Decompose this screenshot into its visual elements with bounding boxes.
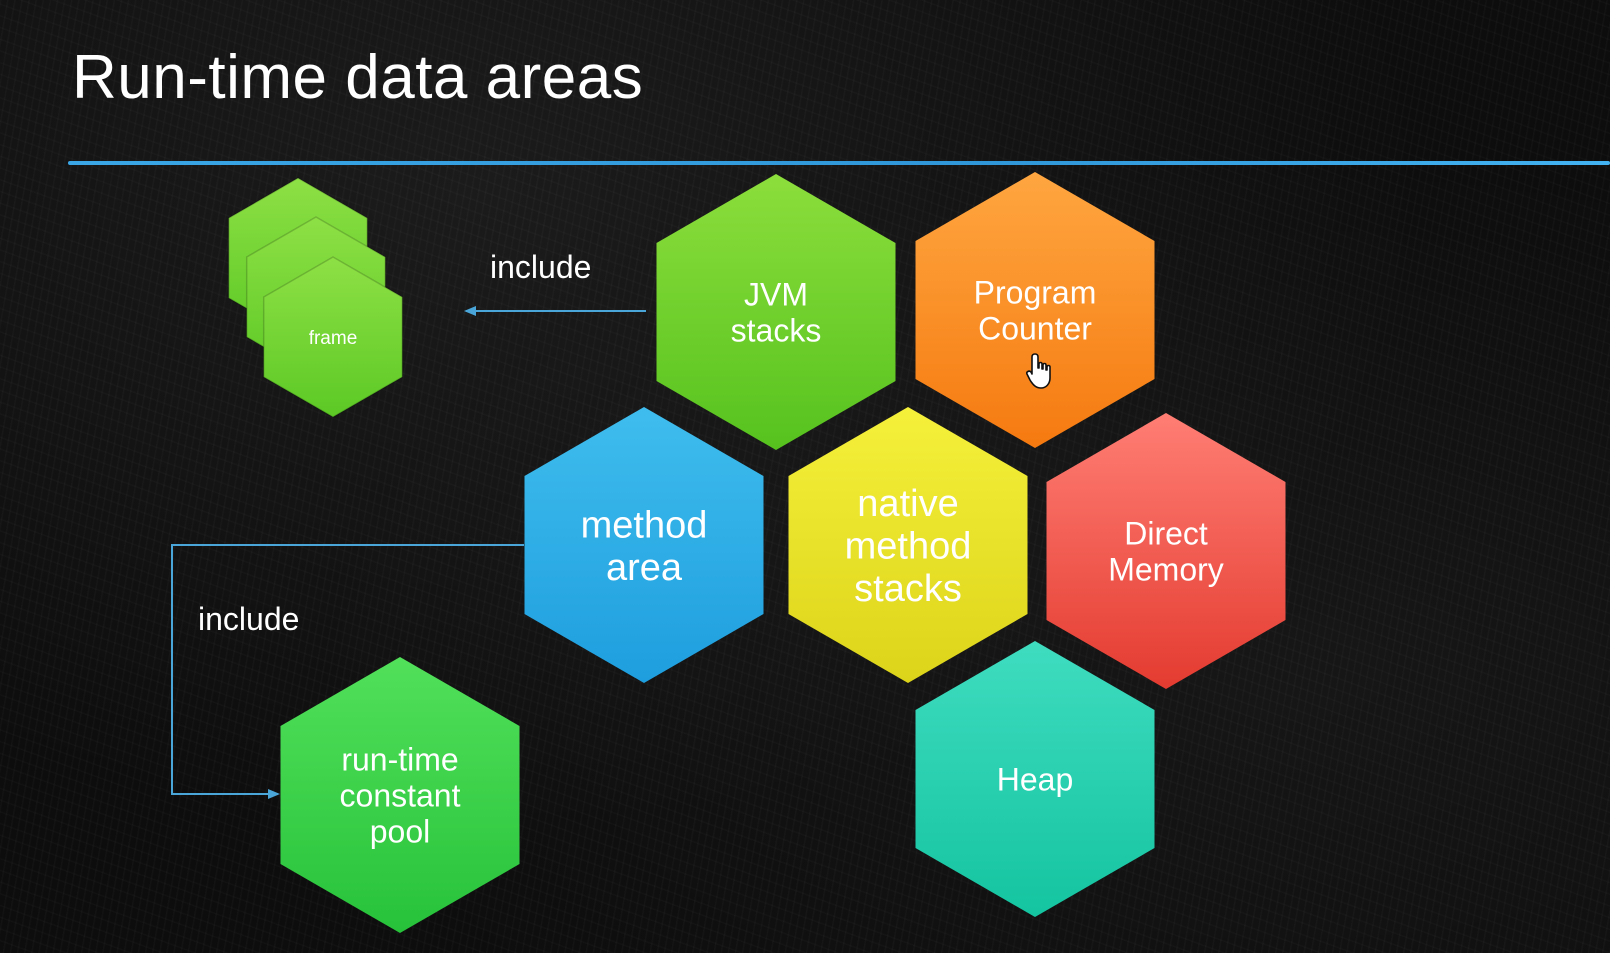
hexagon-label-line: JVM <box>744 277 808 313</box>
hexagon-label-line: stacks <box>731 312 822 348</box>
hexagon-label-line: constant <box>340 778 461 814</box>
hexagon-label-line: Program <box>974 275 1097 311</box>
method-area-include-label: include <box>198 601 300 637</box>
hexagon-label-line: run-time <box>341 742 458 778</box>
hexagon-label-line: area <box>606 547 683 589</box>
slide-title: Run-time data areas <box>72 43 644 112</box>
method-area-include-arrow <box>171 544 524 799</box>
hexagon-shape <box>915 641 1155 917</box>
hexagon-label-line: Memory <box>1108 551 1224 587</box>
hexagon-label-line: method <box>845 526 972 568</box>
hexagon-shape <box>524 407 764 683</box>
hexagon-label: frame <box>309 328 358 349</box>
hexagon-label-line: stacks <box>854 568 962 610</box>
frame-hexagon-front: frame <box>262 256 404 418</box>
hexagon-label-line: frame <box>309 328 358 349</box>
hexagon-label-line: pool <box>370 813 431 849</box>
hexagon-shape <box>915 172 1155 448</box>
hexagon-label-line: method <box>581 504 708 546</box>
hexagon-shape <box>262 256 404 418</box>
hexagon-shape <box>656 174 896 450</box>
stacks-include-label: include <box>490 249 592 285</box>
hand-pointer-icon <box>1026 353 1051 389</box>
heap-hexagon[interactable]: Heap <box>915 641 1155 917</box>
hexagon-shape <box>1046 413 1286 689</box>
hexagon-label-line: Heap <box>997 762 1074 798</box>
hexagon-shape <box>788 407 1028 683</box>
hexagon-label-line: Counter <box>978 310 1092 346</box>
hexagon-label: Heap <box>997 762 1074 798</box>
hexagon-label-line: Direct <box>1124 516 1208 552</box>
title-divider <box>68 161 1610 165</box>
hexagon-shape <box>280 657 520 933</box>
hexagon-label-line: native <box>857 483 958 525</box>
frame-stack: frame <box>227 177 404 418</box>
